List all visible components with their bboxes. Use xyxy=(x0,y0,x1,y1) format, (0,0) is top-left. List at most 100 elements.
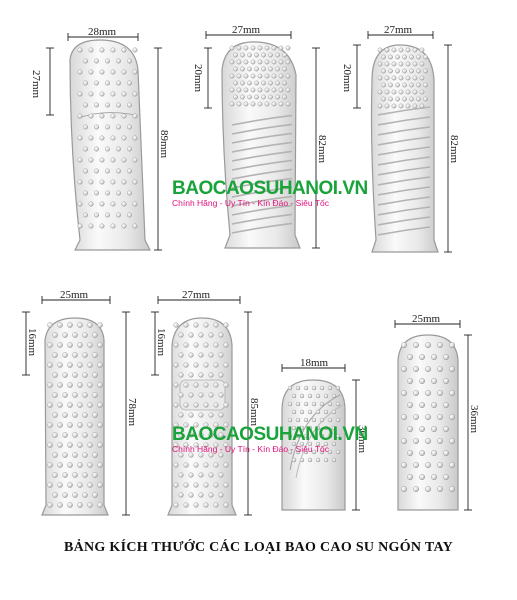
stud xyxy=(62,432,68,438)
rib xyxy=(231,222,293,234)
stud xyxy=(183,502,189,508)
stud xyxy=(331,457,337,463)
width-label-p5: 27mm xyxy=(182,289,211,301)
length-label-p2: 82mm xyxy=(316,135,328,164)
stud xyxy=(243,73,249,79)
rib xyxy=(377,136,431,146)
stud xyxy=(218,332,224,338)
stud xyxy=(110,223,116,229)
stud xyxy=(126,102,132,108)
rib xyxy=(377,126,431,136)
stud xyxy=(99,201,105,207)
rib xyxy=(231,195,293,207)
stud xyxy=(407,450,414,457)
stud xyxy=(401,366,408,373)
stud xyxy=(282,66,287,72)
stud xyxy=(233,66,238,72)
stud xyxy=(240,94,245,100)
stud xyxy=(218,472,224,478)
stud xyxy=(449,342,456,349)
stud xyxy=(99,69,105,75)
stud xyxy=(307,409,313,415)
stud xyxy=(82,58,88,64)
width-label-p6: 18mm xyxy=(300,357,329,369)
stud xyxy=(423,82,428,88)
stud xyxy=(82,492,88,498)
stud xyxy=(82,332,88,338)
stud xyxy=(67,322,73,328)
stud xyxy=(115,168,121,174)
stud xyxy=(323,441,329,447)
stud xyxy=(384,103,390,109)
stud xyxy=(275,52,280,58)
stud xyxy=(223,382,229,388)
stud xyxy=(250,101,256,107)
sleeve-p1-studs xyxy=(77,47,138,229)
stud xyxy=(52,352,58,358)
stud xyxy=(416,68,421,74)
stud xyxy=(431,426,438,433)
stud xyxy=(271,101,277,107)
stud xyxy=(287,449,293,455)
stud xyxy=(437,438,444,445)
stud xyxy=(377,103,383,109)
stud xyxy=(77,91,83,97)
width-label-p7: 25mm xyxy=(412,313,441,325)
stud xyxy=(87,462,93,468)
stud xyxy=(88,135,94,141)
stud xyxy=(193,382,199,388)
stud xyxy=(413,438,420,445)
stud xyxy=(218,392,224,398)
stud xyxy=(203,482,209,488)
width-label-p3: 27mm xyxy=(384,24,413,36)
stud xyxy=(193,442,199,448)
stud xyxy=(437,462,444,469)
stud xyxy=(47,462,53,468)
stud xyxy=(198,472,204,478)
stud xyxy=(126,168,132,174)
watermark-brand: BAOCAOSUHANOI.VN xyxy=(172,424,368,445)
rib xyxy=(231,213,293,225)
stud xyxy=(110,157,116,163)
stud xyxy=(121,91,127,97)
stud xyxy=(208,392,214,398)
stud xyxy=(173,422,179,428)
stud xyxy=(67,462,73,468)
sleeve-p2-studs xyxy=(229,45,291,107)
stud xyxy=(121,157,127,163)
stud xyxy=(193,402,199,408)
stud xyxy=(236,73,242,79)
length-label-p1: 89mm xyxy=(158,130,170,159)
stud xyxy=(104,212,110,218)
stud xyxy=(285,73,291,79)
stud xyxy=(188,352,194,358)
stud xyxy=(398,103,404,109)
stud xyxy=(437,366,444,373)
rib xyxy=(377,196,431,206)
stud xyxy=(327,449,333,455)
stud xyxy=(104,146,110,152)
stud xyxy=(254,80,259,86)
stud xyxy=(213,442,219,448)
stud xyxy=(295,385,301,391)
rib xyxy=(377,166,431,176)
stud xyxy=(213,362,219,368)
stud xyxy=(203,422,209,428)
stud xyxy=(437,486,444,493)
stud xyxy=(381,82,386,88)
stud xyxy=(183,362,189,368)
stud xyxy=(223,322,229,328)
stud xyxy=(223,362,229,368)
stud xyxy=(311,401,317,407)
stud xyxy=(188,332,194,338)
stud xyxy=(275,94,280,100)
rib xyxy=(231,114,293,126)
stud xyxy=(285,87,291,93)
stud xyxy=(99,135,105,141)
stud xyxy=(299,393,305,399)
stud xyxy=(391,103,397,109)
stud xyxy=(188,452,194,458)
stud xyxy=(407,426,414,433)
stud xyxy=(82,452,88,458)
stud xyxy=(97,422,103,428)
